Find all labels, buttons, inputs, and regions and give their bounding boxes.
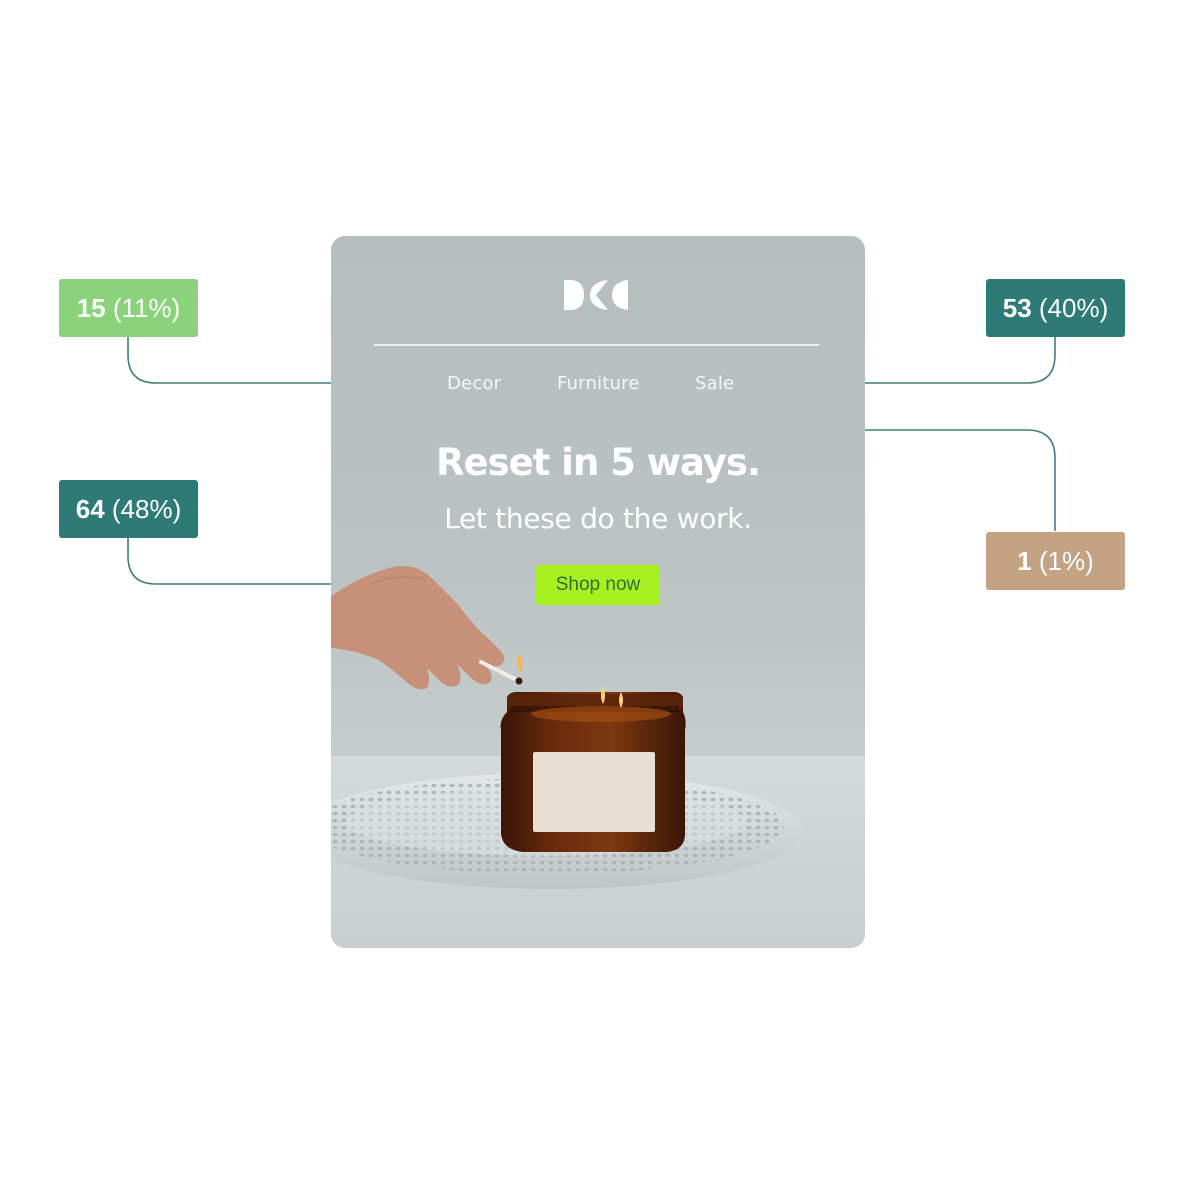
email-headline: Reset in 5 ways. bbox=[435, 441, 761, 484]
click-percent: (40%) bbox=[1038, 293, 1109, 323]
click-count: 15 bbox=[76, 293, 113, 323]
email-preview-card: Decor Furniture Sale Reset in 5 ways. Le… bbox=[331, 236, 865, 948]
click-percent: (1%) bbox=[1038, 546, 1094, 576]
nav-link-sale[interactable]: Sale bbox=[695, 373, 735, 394]
click-percent: (48%) bbox=[111, 494, 182, 524]
click-count: 1 bbox=[1017, 546, 1039, 576]
click-badge-furniture: 1 (1%) bbox=[986, 532, 1125, 590]
click-count: 64 bbox=[75, 494, 112, 524]
click-badge-sale: 53 (40%) bbox=[986, 279, 1125, 337]
click-percent: (11%) bbox=[112, 293, 181, 323]
click-badge-decor: 15 (11%) bbox=[59, 279, 198, 337]
click-count: 53 bbox=[1002, 293, 1039, 323]
header-divider bbox=[374, 344, 819, 346]
candle-product-photo bbox=[331, 566, 865, 948]
email-subheadline: Let these do the work. bbox=[444, 502, 752, 535]
nav-link-furniture[interactable]: Furniture bbox=[557, 373, 640, 394]
shop-now-button[interactable]: Shop now bbox=[536, 565, 660, 605]
nav-link-decor[interactable]: Decor bbox=[447, 373, 502, 394]
brand-logo bbox=[564, 280, 628, 310]
click-badge-shop-now: 64 (48%) bbox=[59, 480, 198, 538]
